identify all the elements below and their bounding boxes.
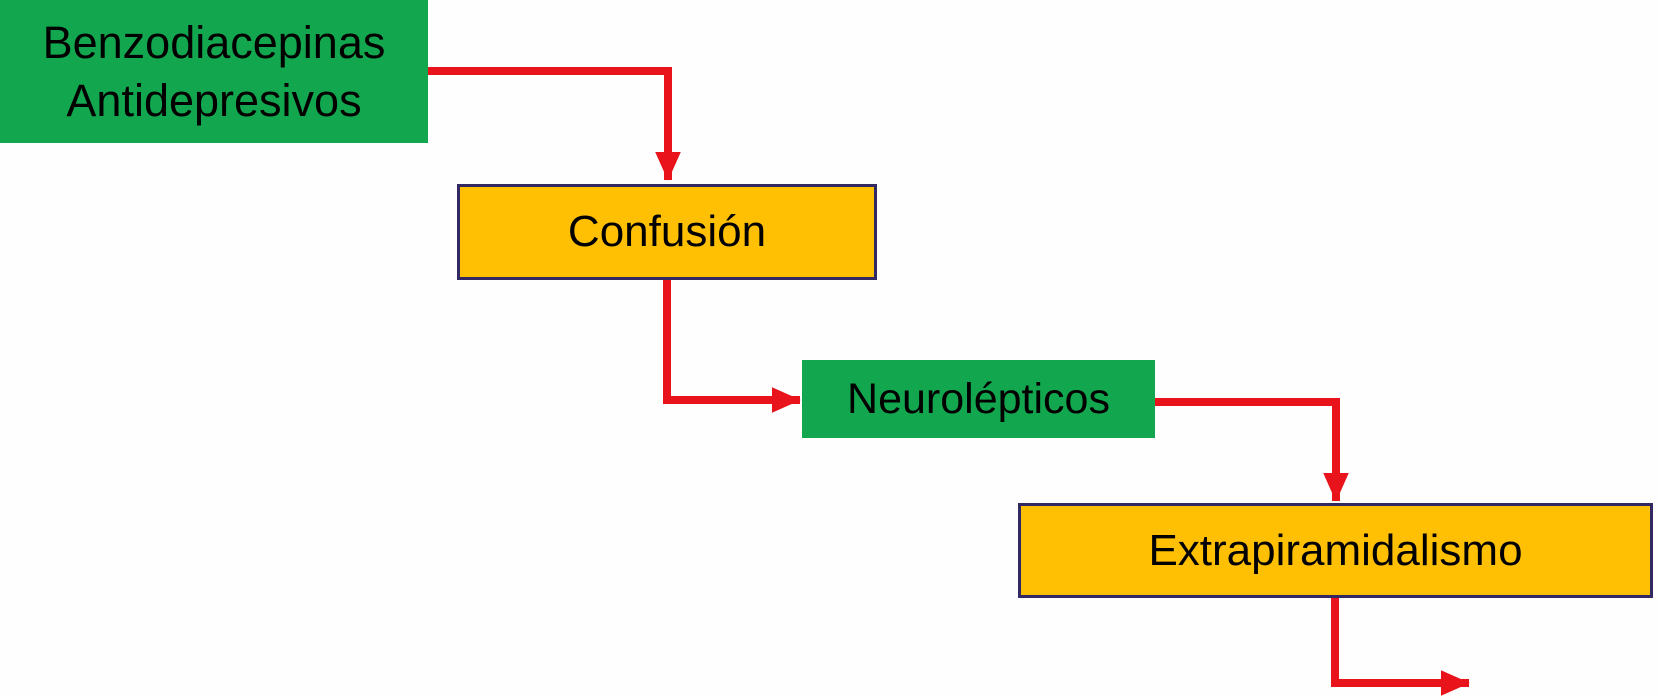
node-neurolepticos: Neurolépticos [802, 360, 1155, 438]
arrow-extrapiramidalismo-offscreen [1331, 598, 1470, 696]
node-confusion: Confusión [457, 184, 877, 280]
arrow-benzo-to-confusion [428, 67, 681, 181]
node-label: Extrapiramidalismo [1148, 525, 1523, 575]
node-label-line: Benzodiacepinas [42, 17, 386, 69]
node-benzodiacepinas-antidepresivos: Benzodiacepinas Antidepresivos [0, 0, 428, 143]
arrow-confusion-to-neurolepticos [663, 280, 801, 413]
node-label: Neurolépticos [847, 374, 1110, 423]
node-label: Confusión [567, 207, 767, 256]
node-extrapiramidalismo: Extrapiramidalismo [1018, 503, 1653, 598]
node-label-line: Antidepresivos [66, 74, 362, 126]
arrow-neurolepticos-to-extrapiramidalismo [1155, 398, 1349, 502]
